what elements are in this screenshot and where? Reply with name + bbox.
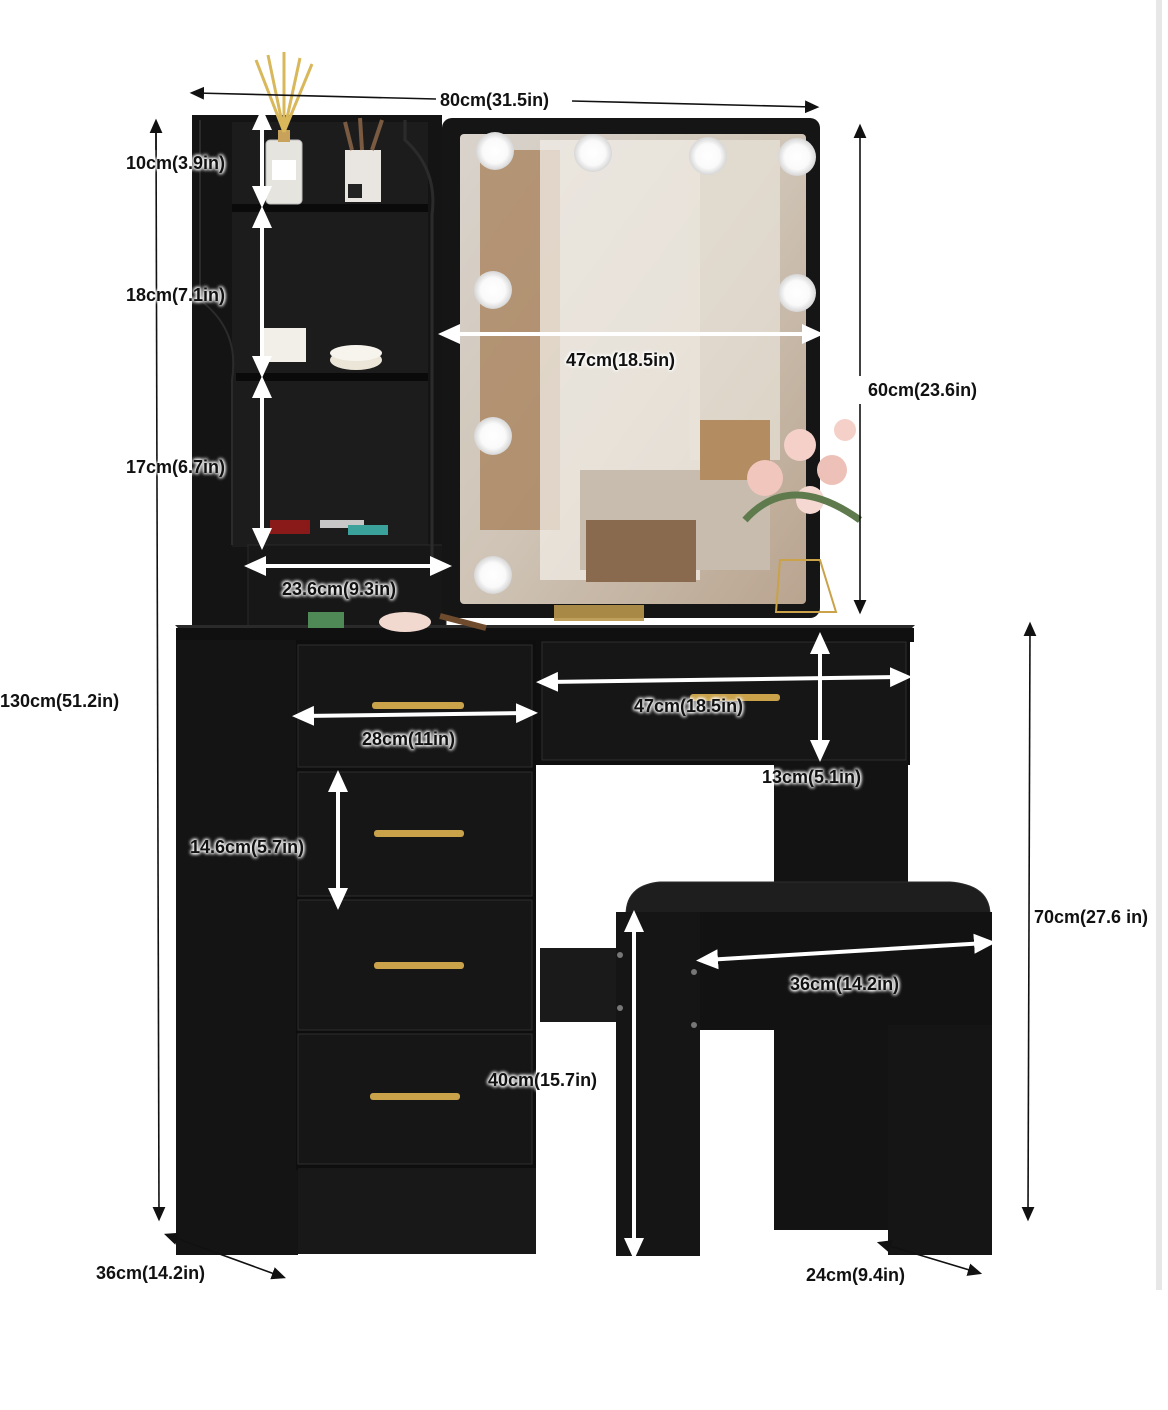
stool-leg-left [616, 912, 700, 1256]
dimension-lines [149, 86, 1037, 1280]
dim-drawer-height: 14.6cm(5.7in) [190, 837, 305, 857]
dim-total-width-line [571, 100, 820, 114]
bulb-icon [476, 132, 514, 170]
dim-stool-depth-line [876, 1240, 983, 1276]
bulb-icon [474, 417, 512, 455]
desk-side-panel [176, 640, 298, 1255]
handle-icon [690, 694, 780, 701]
dim-shelf-width: 23.6cm(9.3in) [282, 579, 397, 599]
bulb-icon [474, 271, 512, 309]
dim-total-height: 130cm(51.2in) [0, 691, 120, 711]
dim-table-height-line [1021, 621, 1037, 1222]
shelf-tower [192, 115, 447, 630]
arrow-top-drawer-width [536, 667, 912, 692]
dim-top-drawer-width: 47cm(18.5in) [634, 696, 744, 716]
mirror [442, 118, 820, 618]
page-edge-shadow [1156, 0, 1162, 1290]
dim-stool-height: 40cm(15.7in) [488, 1070, 598, 1090]
handle-icon [374, 830, 464, 837]
cosmetics-icon [270, 520, 388, 535]
makeup-brushes-icon [343, 117, 384, 202]
stool [616, 881, 992, 1256]
shelf-board-1 [232, 204, 428, 212]
dim-total-width-line [189, 86, 437, 100]
dim-stool-width: 36cm(14.2in) [790, 974, 900, 994]
dim-total-width: 80cm(31.5in) [440, 90, 550, 110]
dim-stool-depth: 24cm(9.4in) [806, 1265, 906, 1285]
bulb-icon [778, 138, 816, 176]
dim-shelf-top: 10cm(3.9in) [126, 153, 226, 173]
bulb-icon [689, 137, 727, 175]
dim-top-drawer-height: 13cm(5.1in) [762, 767, 862, 787]
mirror-bulbs [474, 132, 816, 594]
shelf-board-2 [236, 373, 428, 381]
dim-shelf-low: 17cm(6.7in) [126, 457, 226, 477]
bulb-icon [778, 274, 816, 312]
handle-icon [374, 962, 464, 969]
desk-items-icon [308, 605, 644, 632]
handle-icon [372, 702, 464, 709]
arrow-left-drawer-width [292, 703, 538, 726]
dim-left-drawer-width: 28cm(11in) [362, 729, 456, 749]
arrow-stool-width [696, 933, 996, 970]
dim-mirror-width: 47cm(18.5in) [566, 350, 676, 370]
stool-leg-right [888, 1025, 992, 1255]
dim-mirror-height: 60cm(23.6in) [868, 380, 978, 400]
handle-icon [370, 1093, 460, 1100]
dim-total-height-line [149, 118, 166, 1222]
dim-table-height: 70cm(27.6 in) [1034, 907, 1149, 927]
bulb-icon [574, 134, 612, 172]
dim-table-depth-line [163, 1232, 287, 1280]
stool-cushion [625, 881, 991, 916]
bulb-icon [474, 556, 512, 594]
white-arrows [244, 108, 996, 1260]
flower-vase-icon [742, 419, 863, 613]
dim-shelf-mid: 18cm(7.1in) [126, 285, 226, 305]
dim-table-depth: 36cm(14.2in) [96, 1263, 206, 1283]
